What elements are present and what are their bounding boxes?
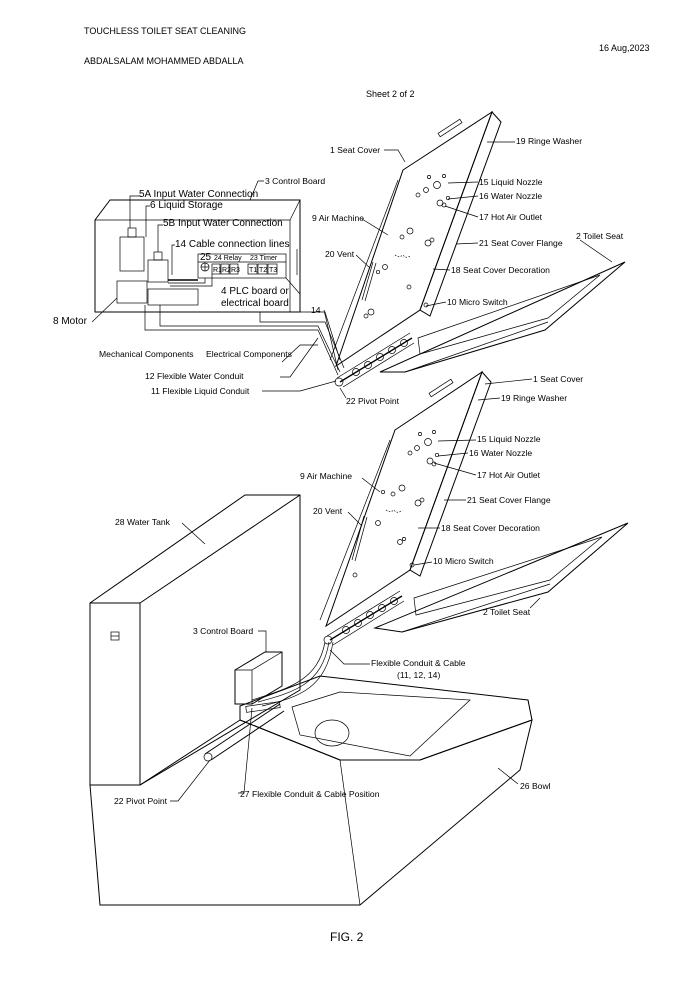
label-pivot-upper: 22 Pivot Point [346, 397, 399, 406]
label-liquid-storage: 6 Liquid Storage [150, 201, 223, 211]
label-micro-switch-lower: 10 Micro Switch [433, 557, 494, 566]
label-pivot-lower: 22 Pivot Point [114, 797, 167, 806]
label-water-nozzle-upper: 16 Water Nozzle [479, 192, 542, 201]
timer-t2: T2 [259, 267, 267, 274]
water-tank [90, 495, 300, 785]
label-toilet-seat-upper: 2 Toilet Seat [576, 232, 623, 241]
label-ref-14: 14 [311, 306, 321, 315]
relay-r3: R3 [231, 267, 240, 274]
label-liquid-nozzle-upper: 15 Liquid Nozzle [479, 178, 543, 187]
label-flange-lower: 21 Seat Cover Flange [467, 496, 551, 505]
label-bowl: 26 Bowl [520, 782, 551, 791]
label-mechanical-components: Mechanical Components [99, 350, 194, 359]
label-cable-lines: 14 Cable connection lines [175, 240, 290, 250]
label-relay-num: 25 [200, 253, 211, 263]
label-control-board-upper: 3 Control Board [265, 177, 325, 186]
label-conduit-lower-1: Flexible Conduit & Cable [371, 659, 466, 668]
label-plc-board-2: electrical board [221, 299, 289, 309]
label-ringe-washer-lower: 19 Ringe Washer [501, 394, 567, 403]
label-conduit-lower-2: (11, 12, 14) [397, 671, 440, 680]
timer-t1: T1 [249, 267, 257, 274]
label-input-water-5a: 5A Input Water Connection [139, 190, 258, 200]
label-seat-cover-lower: 1 Seat Cover [533, 375, 583, 384]
label-air-machine-upper: 9 Air Machine [312, 214, 364, 223]
label-electrical-components: Electrical Components [206, 350, 292, 359]
relay-r1: R1 [213, 267, 222, 274]
label-seat-cover-upper: 1 Seat Cover [330, 146, 380, 155]
upper-hinge [335, 333, 414, 387]
label-conduit-position: 27 Flexible Conduit & Cable Position [240, 790, 380, 799]
label-liquid-nozzle-lower: 15 Liquid Nozzle [477, 435, 541, 444]
label-vent-lower: 20 Vent [313, 507, 342, 516]
label-hot-air-upper: 17 Hot Air Outlet [479, 213, 542, 222]
label-decoration-upper: 18 Seat Cover Decoration [451, 266, 550, 275]
lower-hinge [324, 591, 404, 645]
label-relay: 24 Relay [214, 255, 242, 262]
upper-toilet-seat [380, 262, 625, 372]
lower-seat-cover [320, 372, 491, 626]
label-input-water-5b: 5B Input Water Connection [163, 219, 283, 229]
label-liquid-conduit: 11 Flexible Liquid Conduit [151, 387, 249, 396]
label-toilet-seat-lower: 2 Toilet Seat [483, 608, 530, 617]
timer-t3: T3 [269, 267, 277, 274]
label-timer: 23 Timer [250, 255, 277, 262]
relay-r2: R2 [222, 267, 231, 274]
label-water-tank: 28 Water Tank [115, 518, 170, 527]
figure-caption: FIG. 2 [330, 930, 363, 944]
label-ringe-washer-upper: 19 Ringe Washer [516, 137, 582, 146]
label-motor: 8 Motor [53, 317, 87, 327]
label-control-board-lower: 3 Control Board [193, 627, 253, 636]
label-water-conduit: 12 Flexible Water Conduit [145, 372, 244, 381]
label-hot-air-lower: 17 Hot Air Outlet [477, 471, 540, 480]
label-plc-board-1: 4 PLC board or [221, 287, 289, 297]
label-flange-upper: 21 Seat Cover Flange [479, 239, 563, 248]
lower-flexible-conduit [246, 642, 333, 712]
label-micro-switch-upper: 10 Micro Switch [447, 298, 508, 307]
label-air-machine-lower: 9 Air Machine [300, 472, 352, 481]
label-decoration-lower: 18 Seat Cover Decoration [441, 524, 540, 533]
lower-control-board [235, 652, 282, 704]
label-vent-upper: 20 Vent [325, 250, 354, 259]
lower-nozzles [353, 430, 439, 577]
label-water-nozzle-lower: 16 Water Nozzle [469, 449, 532, 458]
